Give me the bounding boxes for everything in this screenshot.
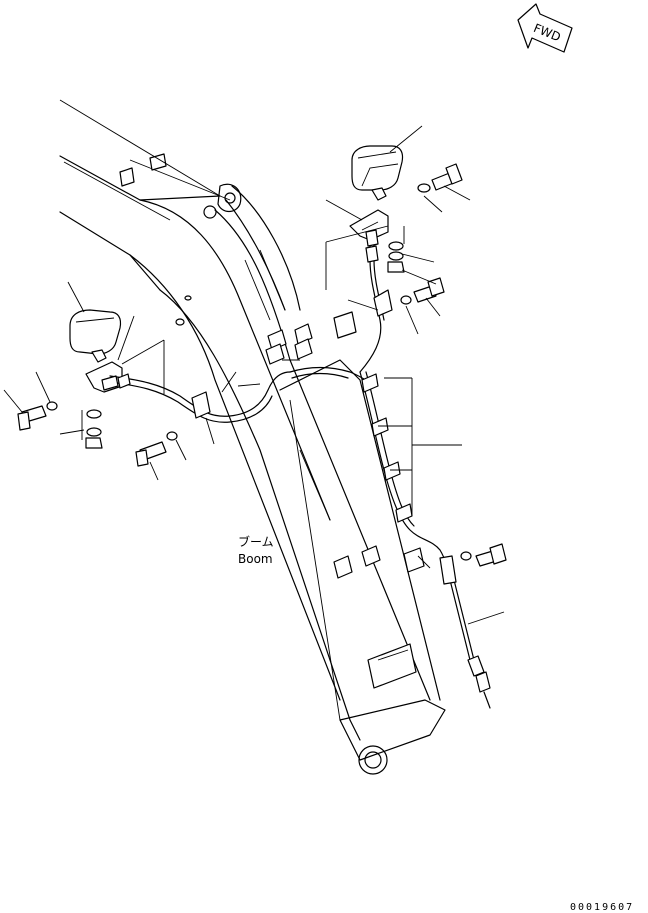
boom-label-jp: ブーム [238,534,274,549]
fwd-label: FWD [532,21,563,44]
boom-label-en: Boom [238,552,273,566]
fwd-arrow-icon: FWD [517,3,573,53]
left-lamp-hardware [17,401,178,467]
right-lamp-hardware [387,163,463,305]
drawing-number: 00019607 [570,902,634,913]
right-lamp-bracket [349,209,389,241]
right-work-lamp [351,145,404,201]
boom-structure [59,153,446,775]
leader-lines [3,99,505,625]
left-work-lamp [69,309,122,363]
wiring-harness [101,229,507,709]
